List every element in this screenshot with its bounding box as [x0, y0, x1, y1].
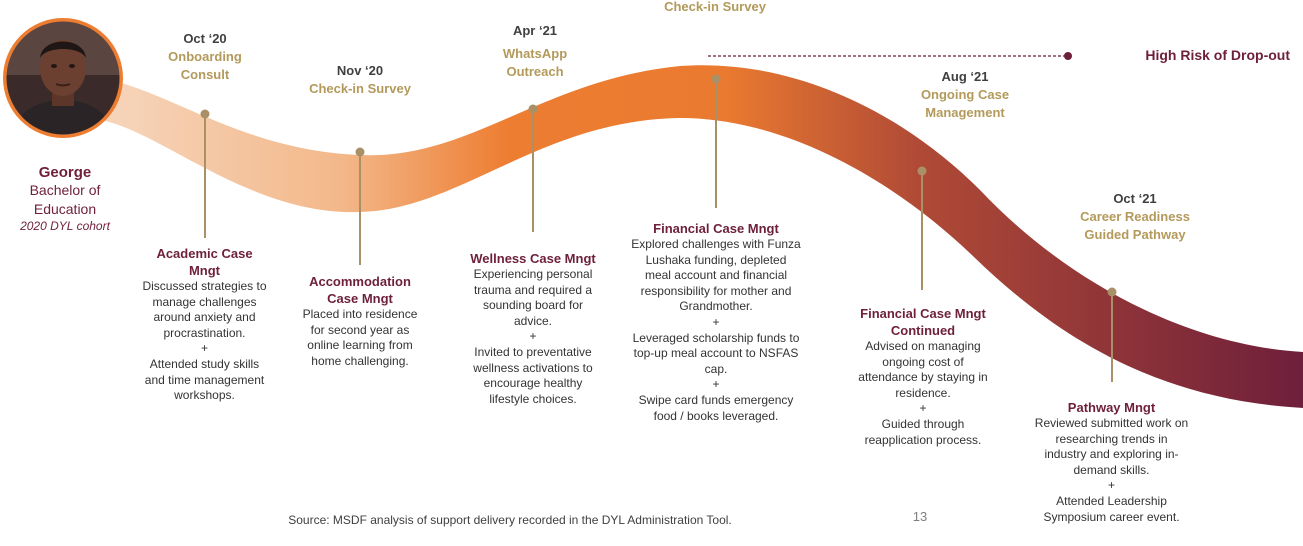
journey-band — [100, 65, 1303, 409]
event-title-onboarding: Onboarding Consult — [168, 49, 242, 82]
event-date-aug21: Aug ‘21 — [941, 69, 989, 84]
event-title-checkin-nov: Check-in Survey — [309, 81, 411, 96]
connector-academic — [200, 109, 210, 238]
case-academic: Academic Case Mngt Discussed strategies … — [127, 245, 282, 404]
avatar — [3, 18, 123, 138]
case-body: Advised on managing ongoing cost of atte… — [858, 339, 988, 447]
case-financial-continued: Financial Case Mngt Continued Advised on… — [848, 305, 998, 448]
case-body: Reviewed submitted work on researching t… — [1034, 416, 1189, 524]
event-title-ongoing: Ongoing Case Management — [920, 87, 1010, 120]
connector-financial-continued — [917, 166, 927, 290]
person-cohort: 2020 DYL cohort — [20, 219, 110, 233]
case-body: Placed into residence for second year as… — [302, 307, 418, 368]
case-body: Experiencing personal trauma and require… — [473, 267, 593, 406]
risk-label: High Risk of Drop-out — [1145, 47, 1290, 63]
case-title: Wellness Case Mngt — [470, 251, 596, 266]
event-date-oct20: Oct ‘20 — [183, 31, 227, 46]
case-title: Financial Case Mngt — [653, 221, 779, 236]
person-name: George — [38, 164, 92, 181]
event-title-checkin-mid: Check-in Survey — [664, 0, 766, 14]
connector-wellness — [528, 104, 538, 232]
event-title-career: Career Readiness Guided Pathway — [1080, 209, 1190, 242]
person-program-line2: Education — [33, 201, 97, 217]
event-date-apr21: Apr ‘21 — [512, 23, 558, 38]
case-wellness: Wellness Case Mngt Experiencing personal… — [458, 250, 608, 407]
event-date-oct21: Oct ‘21 — [1113, 191, 1157, 206]
event-title-whatsapp: WhatsApp Outreach — [502, 46, 568, 79]
person-program-line1: Bachelor of — [29, 182, 101, 198]
event-date-nov20: Nov ‘20 — [336, 63, 384, 78]
case-accommodation: Accommodation Case Mngt Placed into resi… — [290, 273, 430, 369]
case-title: Accommodation Case Mngt — [309, 274, 411, 306]
case-body: Explored challenges with Funza Lushaka f… — [631, 237, 801, 423]
risk-marker-dot — [1064, 52, 1072, 60]
case-title: Pathway Mngt — [1067, 400, 1156, 415]
connector-financial — [711, 74, 721, 208]
source-note: Source: MSDF analysis of support deliver… — [288, 513, 732, 527]
person-info: George Bachelor of Education 2020 DYL co… — [0, 164, 130, 233]
connector-pathway — [1107, 287, 1117, 382]
case-title: Financial Case Mngt Continued — [860, 306, 986, 338]
page-number: 13 — [912, 509, 928, 524]
case-financial: Financial Case Mngt Explored challenges … — [621, 220, 811, 424]
case-body: Discussed strategies to manage challenge… — [142, 279, 267, 403]
connector-accommodation — [355, 147, 365, 265]
case-pathway: Pathway Mngt Reviewed submitted work on … — [1019, 399, 1204, 525]
case-title: Academic Case Mngt — [156, 246, 253, 278]
